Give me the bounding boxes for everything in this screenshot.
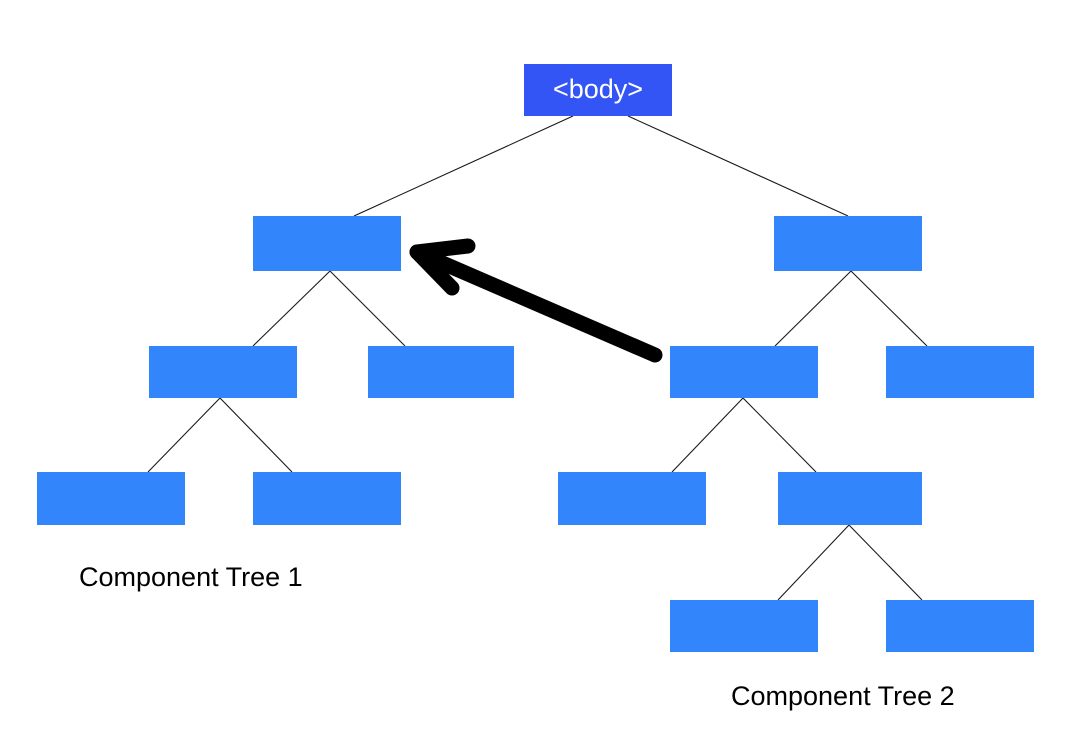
tree1-level3-node-2[interactable]: [368, 346, 514, 398]
tree1-level4-node-2[interactable]: [253, 472, 401, 525]
tree2-level3-node-1-rect[interactable]: [670, 346, 818, 398]
tree2-level5-node-2[interactable]: [886, 600, 1034, 652]
edge-root-to-tree1: [353, 115, 574, 217]
captions-group: Component Tree 1 Component Tree 2: [79, 562, 955, 711]
body-node-label: <body>: [553, 74, 643, 104]
edge-tree2-l4-to-l5-1: [777, 524, 850, 601]
edge-tree1-l3-to-l4-2: [219, 397, 293, 473]
component-tree-2-caption: Component Tree 2: [731, 681, 955, 711]
tree1-level3-node-1[interactable]: [149, 346, 297, 398]
tree2-level3-node-1[interactable]: [670, 346, 818, 398]
tree2-level4-node-1[interactable]: [558, 472, 706, 525]
body-node[interactable]: <body>: [524, 64, 672, 116]
nodes-group: <body>: [37, 64, 1034, 652]
component-tree-1-caption: Component Tree 1: [79, 562, 303, 592]
tree2-level5-node-2-rect[interactable]: [886, 600, 1034, 652]
edge-tree2-l2-to-l3-2: [850, 270, 928, 347]
tree2-level4-node-2[interactable]: [778, 472, 922, 525]
tree2-level3-node-2[interactable]: [886, 346, 1034, 398]
tree1-level2-node-rect[interactable]: [253, 216, 401, 271]
edge-tree2-l2-to-l3-1: [774, 270, 852, 347]
edge-tree2-l3-to-l4-2: [742, 397, 817, 473]
body-node-rect[interactable]: [524, 64, 672, 116]
edges-group: [147, 115, 928, 601]
edge-tree2-l4-to-l5-2: [848, 524, 923, 601]
tree1-level2-node[interactable]: [253, 216, 401, 271]
edge-tree1-l2-to-l3-2: [329, 270, 406, 347]
edge-tree2-l3-to-l4-1: [671, 397, 744, 473]
tree1-level3-node-1-rect[interactable]: [149, 346, 297, 398]
tree2-level4-node-2-rect[interactable]: [778, 472, 922, 525]
edge-tree1-l3-to-l4-1: [147, 397, 221, 473]
pointer-arrow-head: [409, 238, 476, 296]
tree2-level2-node-rect[interactable]: [774, 216, 922, 271]
tree1-level3-node-2-rect[interactable]: [368, 346, 514, 398]
pointer-arrow-shaft: [409, 244, 663, 363]
tree1-level4-node-1[interactable]: [37, 472, 185, 525]
tree2-level2-node[interactable]: [774, 216, 922, 271]
tree1-level4-node-1-rect[interactable]: [37, 472, 185, 525]
tree2-level5-node-1[interactable]: [670, 600, 818, 652]
tree2-level3-node-2-rect[interactable]: [886, 346, 1034, 398]
annotation-arrow-group: [409, 238, 663, 363]
edge-root-to-tree2: [627, 115, 849, 217]
tree1-level4-node-2-rect[interactable]: [253, 472, 401, 525]
tree2-level5-node-1-rect[interactable]: [670, 600, 818, 652]
tree2-level4-node-1-rect[interactable]: [558, 472, 706, 525]
edge-tree1-l2-to-l3-1: [252, 270, 331, 347]
